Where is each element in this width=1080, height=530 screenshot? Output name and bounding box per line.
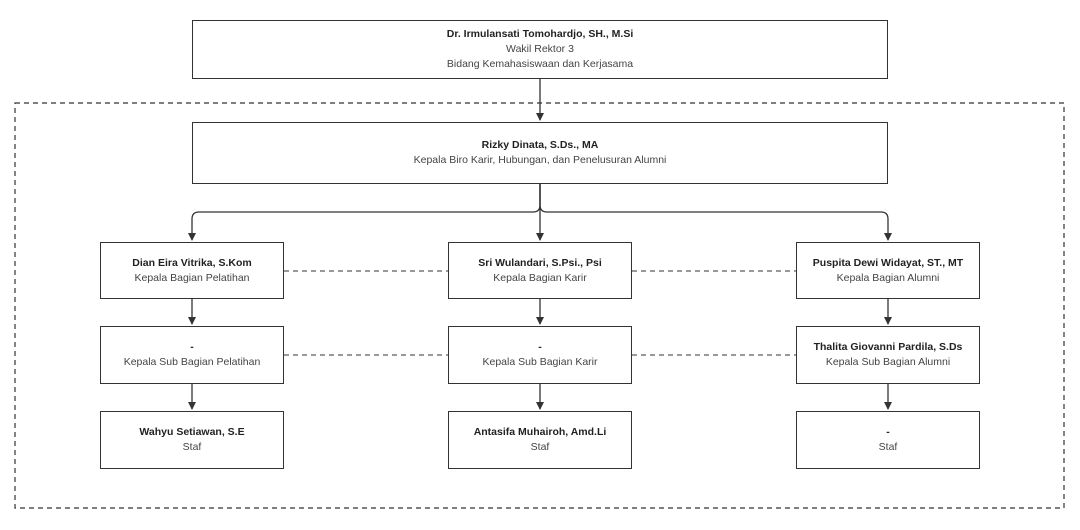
node-role: Bidang Kemahasiswaan dan Kerjasama bbox=[446, 58, 634, 70]
node-kabag-karir: Sri Wulandari, S.Psi., Psi Kepala Bagian… bbox=[448, 242, 632, 299]
node-name: Antasifa Muhairoh, Amd.Li bbox=[473, 426, 607, 438]
node-kepala-biro: Rizky Dinata, S.Ds., MA Kepala Biro Kari… bbox=[192, 122, 888, 184]
node-kasubag-alumni: Thalita Giovanni Pardila, S.Ds Kepala Su… bbox=[796, 326, 980, 384]
node-role: Wakil Rektor 3 bbox=[506, 43, 574, 55]
node-role: Staf bbox=[530, 441, 550, 453]
node-name: Wahyu Setiawan, S.E bbox=[139, 426, 245, 438]
node-name: Thalita Giovanni Pardila, S.Ds bbox=[813, 341, 963, 353]
node-name: Dr. Irmulansati Tomohardjo, SH., M.Si bbox=[446, 28, 634, 40]
node-name: Puspita Dewi Widayat, ST., MT bbox=[812, 256, 964, 269]
node-staf-karir: Antasifa Muhairoh, Amd.Li Staf bbox=[448, 411, 632, 469]
node-role: Kepala Sub Bagian Karir bbox=[482, 356, 598, 368]
node-staf-pelatihan: Wahyu Setiawan, S.E Staf bbox=[100, 411, 284, 469]
node-kabag-pelatihan: Dian Eira Vitrika, S.Kom Kepala Bagian P… bbox=[100, 242, 284, 299]
node-name: - bbox=[538, 341, 542, 353]
node-role: Kepala Biro Karir, Hubungan, dan Penelus… bbox=[413, 154, 667, 166]
node-role: Kepala Bagian Pelatihan bbox=[134, 271, 250, 284]
node-kasubag-pelatihan: - Kepala Sub Bagian Pelatihan bbox=[100, 326, 284, 384]
node-role: Kepala Sub Bagian Alumni bbox=[825, 356, 951, 368]
node-role: Staf bbox=[878, 441, 898, 453]
node-role: Kepala Sub Bagian Pelatihan bbox=[123, 356, 261, 368]
node-role: Staf bbox=[182, 441, 202, 453]
node-name: - bbox=[886, 426, 890, 438]
node-role: Kepala Bagian Alumni bbox=[836, 271, 940, 284]
node-kabag-alumni: Puspita Dewi Widayat, ST., MT Kepala Bag… bbox=[796, 242, 980, 299]
node-name: Dian Eira Vitrika, S.Kom bbox=[132, 256, 252, 269]
connector-head-to-left bbox=[188, 184, 541, 241]
node-name: Sri Wulandari, S.Psi., Psi bbox=[478, 256, 602, 269]
connector-head-to-right bbox=[539, 184, 892, 241]
node-role: Kepala Bagian Karir bbox=[493, 271, 587, 284]
node-kasubag-karir: - Kepala Sub Bagian Karir bbox=[448, 326, 632, 384]
node-name: Rizky Dinata, S.Ds., MA bbox=[481, 139, 599, 151]
node-wakil-rektor: Dr. Irmulansati Tomohardjo, SH., M.Si Wa… bbox=[192, 20, 888, 79]
node-staf-alumni: - Staf bbox=[796, 411, 980, 469]
node-name: - bbox=[190, 341, 194, 353]
